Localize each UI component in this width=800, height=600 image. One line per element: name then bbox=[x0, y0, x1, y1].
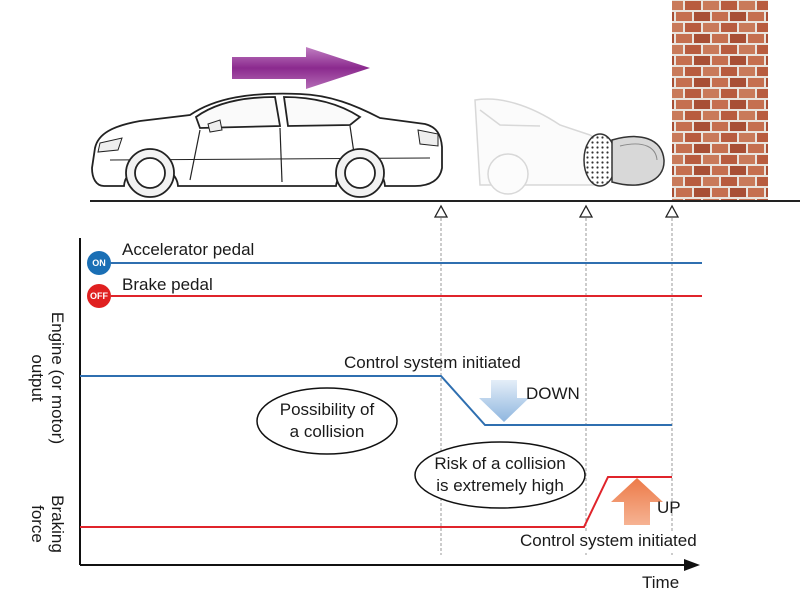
triangle-marker-icon bbox=[433, 204, 680, 218]
chart-axes bbox=[79, 238, 700, 571]
bubble-collision-possible bbox=[256, 387, 398, 455]
bubble-high-line1: Risk of a collision bbox=[434, 454, 566, 473]
impact-shape bbox=[583, 133, 665, 187]
car bbox=[91, 92, 443, 198]
braking-axis-line1: Braking bbox=[48, 495, 67, 553]
brake-label: Brake pedal bbox=[122, 275, 213, 294]
up-arrow-icon bbox=[611, 478, 663, 525]
bubble-possible-line2: a collision bbox=[289, 422, 365, 441]
up-label: UP bbox=[657, 498, 681, 517]
engine-axis-label: Engine (or motor) output bbox=[23, 308, 67, 448]
ghost-car bbox=[474, 98, 602, 195]
engine-axis-line2: output bbox=[28, 354, 47, 402]
time-label: Time bbox=[642, 573, 680, 592]
bubble-collision-possible-text: Possibility of a collision bbox=[267, 399, 387, 443]
control-initiated-top-label: Control system initiated bbox=[344, 353, 521, 372]
down-arrow-icon bbox=[479, 380, 529, 422]
bubble-high-line2: is extremely high bbox=[436, 476, 564, 495]
braking-axis-line2: force bbox=[28, 505, 47, 543]
off-badge: OFF bbox=[87, 284, 111, 308]
bubble-possible-line1: Possibility of bbox=[279, 400, 375, 419]
engine-axis-line1: Engine (or motor) bbox=[48, 311, 67, 445]
on-badge: ON bbox=[87, 251, 111, 275]
braking-axis-label: Braking force bbox=[23, 484, 67, 564]
engine-output-line bbox=[80, 375, 672, 426]
accelerator-label: Accelerator pedal bbox=[122, 240, 255, 259]
brick-wall bbox=[672, 0, 768, 200]
down-label: DOWN bbox=[526, 384, 580, 403]
bubble-collision-high-text: Risk of a collision is extremely high bbox=[425, 453, 575, 497]
braking-force-line bbox=[80, 476, 672, 528]
bubble-collision-high bbox=[414, 441, 586, 509]
right-arrow-icon bbox=[232, 47, 370, 89]
control-initiated-bottom-label: Control system initiated bbox=[520, 531, 697, 551]
